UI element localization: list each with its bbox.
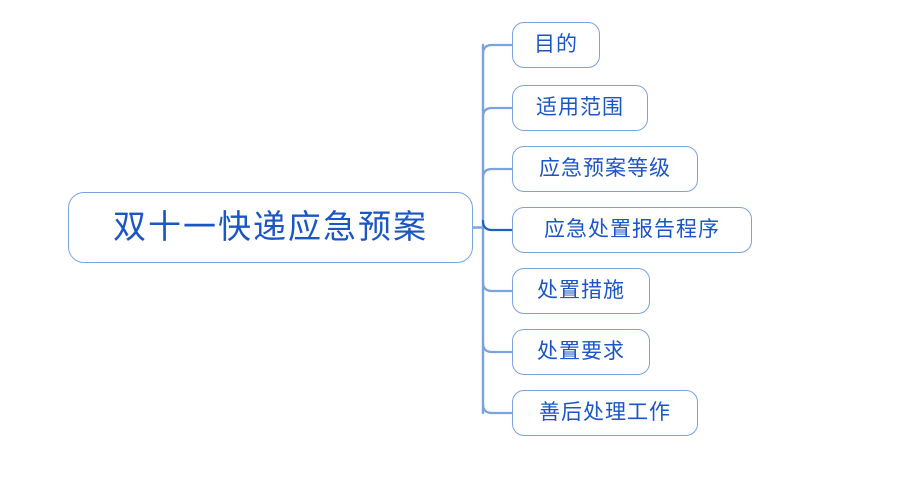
connector-branch-5 xyxy=(481,280,514,293)
mindmap-child-label-7: 善后处理工作 xyxy=(539,399,671,424)
mindmap-child-label-4: 应急处置报告程序 xyxy=(544,216,720,241)
mindmap-child-node-5[interactable]: 处置措施 xyxy=(512,268,650,314)
connector-branch-6 xyxy=(481,341,514,354)
mindmap-child-node-3[interactable]: 应急预案等级 xyxy=(512,146,698,192)
connector-branch-4 xyxy=(481,219,514,232)
mindmap-child-label-5: 处置措施 xyxy=(537,277,625,302)
connector-branch-3 xyxy=(481,167,514,180)
mindmap-child-label-3: 应急预案等级 xyxy=(539,155,671,180)
mindmap-root-node[interactable]: 双十一快递应急预案 xyxy=(68,192,473,263)
mindmap-child-node-2[interactable]: 适用范围 xyxy=(512,85,648,131)
mindmap-child-label-1: 目的 xyxy=(534,31,578,56)
mindmap-child-node-4[interactable]: 应急处置报告程序 xyxy=(512,207,752,253)
mindmap-root-label: 双十一快递应急预案 xyxy=(113,207,428,246)
mindmap-child-label-2: 适用范围 xyxy=(536,94,624,119)
connector-branch-1 xyxy=(481,43,514,56)
mindmap-child-node-1[interactable]: 目的 xyxy=(512,22,600,68)
mindmap-child-node-7[interactable]: 善后处理工作 xyxy=(512,390,698,436)
connector-branch-2 xyxy=(481,106,514,119)
mindmap-child-node-6[interactable]: 处置要求 xyxy=(512,329,650,375)
connector-branch-7 xyxy=(481,402,514,415)
mindmap-child-label-6: 处置要求 xyxy=(537,338,625,363)
